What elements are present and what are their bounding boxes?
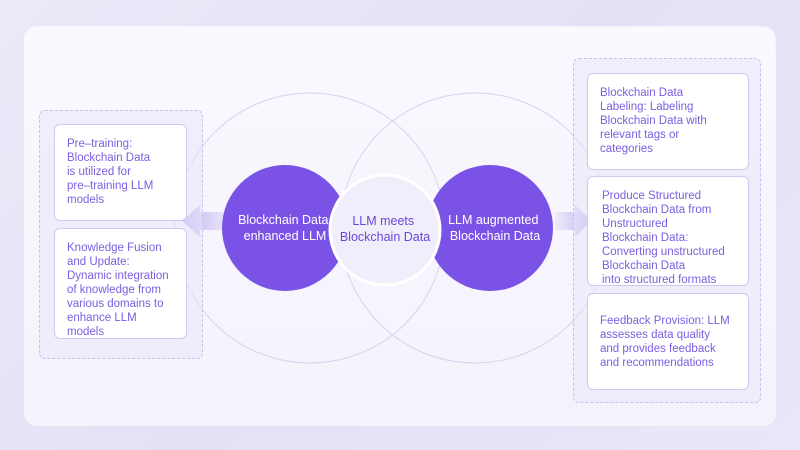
circle-blockchain-enhanced-llm — [222, 165, 348, 291]
right-item-feedback: Feedback Provision: LLM assesses data qu… — [587, 293, 749, 390]
left-circle-label: Blockchain Data enhanced LLM — [238, 213, 332, 243]
circle-llm-augmented-blockchain — [427, 165, 553, 291]
left-item-knowledge-fusion: Knowledge Fusion and Update: Dynamic int… — [54, 228, 187, 339]
right-circle-label: LLM augmented Blockchain Data — [448, 213, 542, 243]
right-item-structured: Produce Structured Blockchain Data from … — [587, 176, 749, 286]
center-circle-label: LLM meets Blockchain Data — [340, 214, 430, 244]
circle-llm-meets-blockchain — [328, 173, 442, 287]
left-item-pretraining: Pre–training: Blockchain Data is utilize… — [54, 124, 187, 221]
right-item-labeling: Blockchain Data Labeling: Labeling Block… — [587, 73, 749, 170]
